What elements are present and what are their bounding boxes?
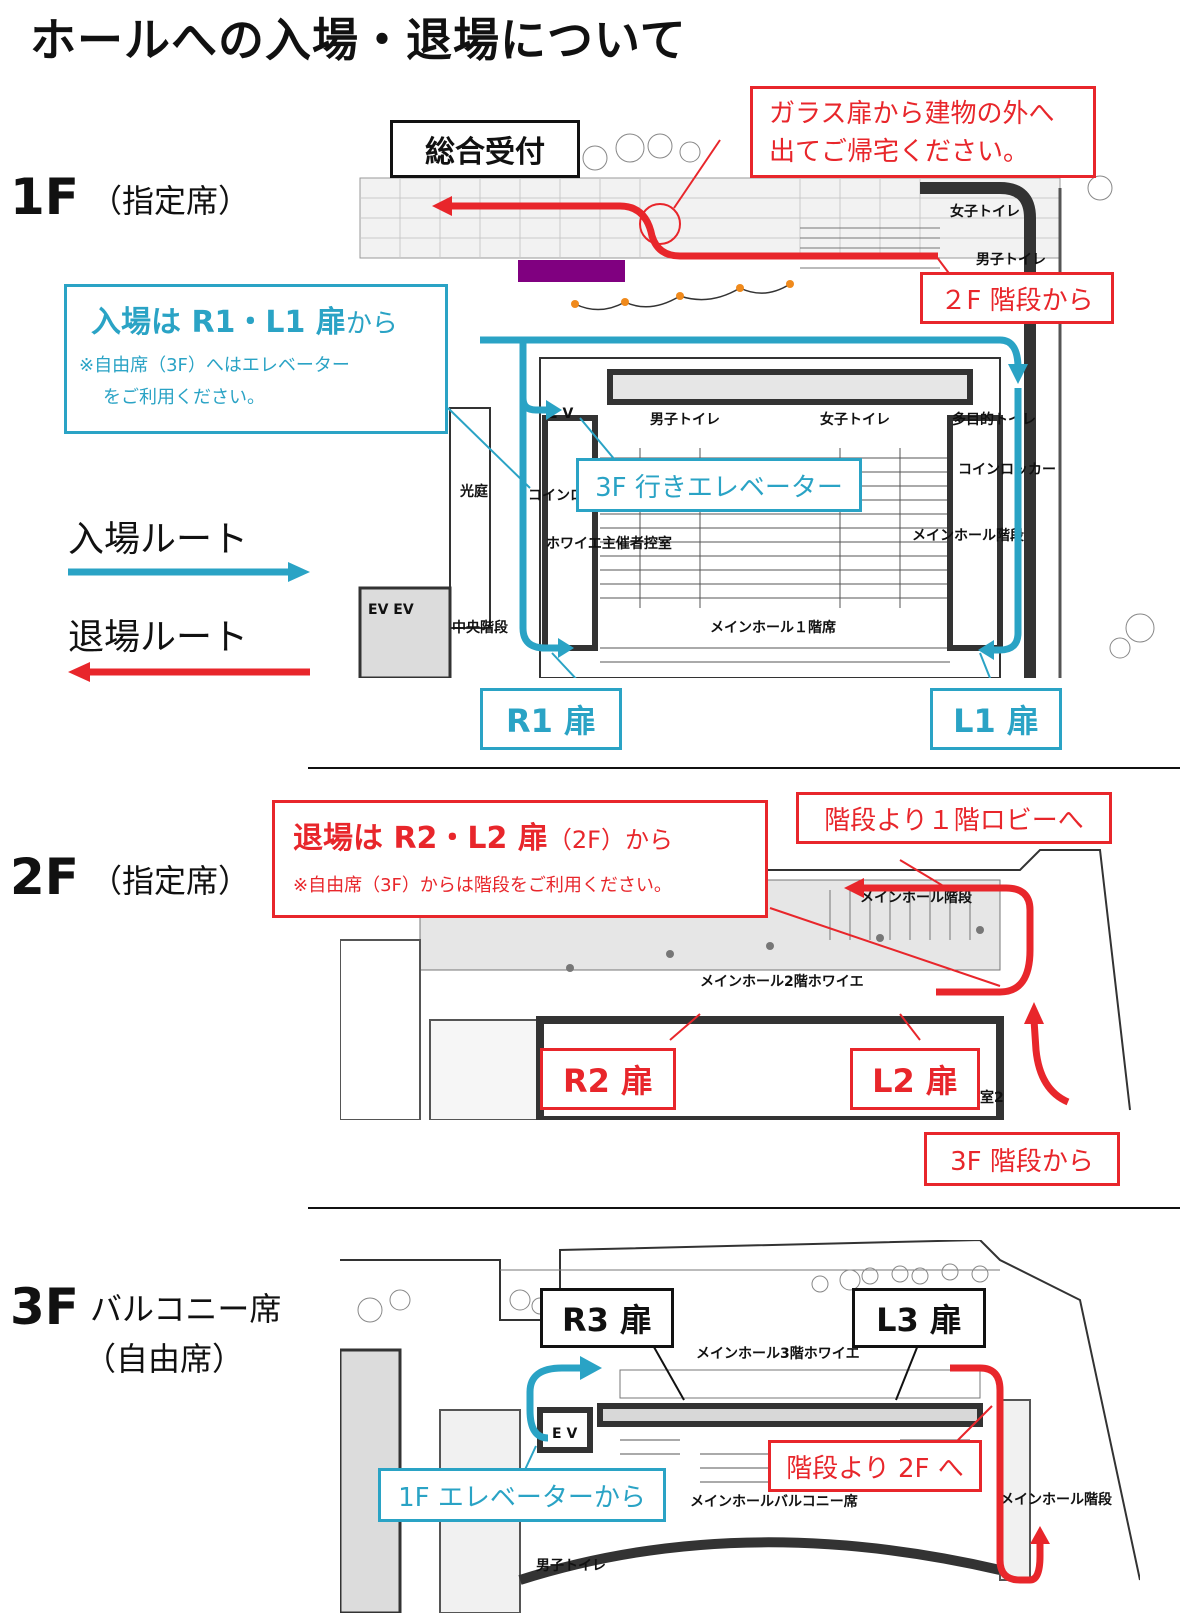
map-label-3f-stairs: メインホール階段 <box>1000 1491 1112 1508</box>
exit-note-box: ガラス扉から建物の外へ出てご帰宅ください。 <box>750 86 1096 178</box>
map-label-womens-toilet-top: 女子トイレ <box>950 203 1020 220</box>
map-label-main-hall-stairs: メインホール階段 <box>912 527 1024 544</box>
floor-3f-label: 3F <box>10 1278 79 1336</box>
exit-route-2f-from-3f <box>1030 1019 1070 1106</box>
entry-info-sub1: ※自由席（3F）へはエレベーター <box>79 355 350 376</box>
glass-door-marker <box>639 203 681 245</box>
map-label-2f-foyer: メインホール2階ホワイエ <box>700 973 864 990</box>
map-label-multi-toilet: 多目的トイレ <box>952 411 1036 428</box>
map-label-womens-toilet: 女子トイレ <box>820 411 890 428</box>
entry-info-sub2: をご利用ください。 <box>103 387 265 408</box>
door-l3-label: L3 扉 <box>852 1288 986 1348</box>
legend-exit-arrow <box>68 662 310 682</box>
page-title: ホールへの入場・退場について <box>30 13 687 67</box>
entry-route-1f-top <box>480 336 1022 369</box>
entry-info-prefix: 入場は <box>91 305 181 340</box>
legend-entry-arrow <box>68 562 310 582</box>
floor-3f-seat-type: バルコニー席 <box>90 1290 282 1328</box>
legend-entry-label: 入場ルート <box>68 519 249 560</box>
entry-route-1f-l1 <box>990 388 1022 654</box>
map-label-mens-toilet: 男子トイレ <box>650 412 720 428</box>
map-label-foyer-room: ホワイエ主催者控室 <box>546 535 672 552</box>
entry-route-3f <box>526 1364 580 1442</box>
floor-1f-seat-type: （指定席） <box>90 182 251 220</box>
entry-info-box: 入場は R1・L1 扉から ※自由席（3F）へはエレベーター をご利用ください。 <box>64 284 448 434</box>
map-label-main-hall-1f: メインホール１階席 <box>710 619 836 636</box>
map-label-center-stairs: 中央階段 <box>452 619 508 636</box>
door-r1-label: R1 扉 <box>480 688 622 750</box>
map-label-2f-room2: 室2 <box>980 1089 1004 1106</box>
door-r2-label: R2 扉 <box>540 1048 676 1110</box>
divider-2f-3f <box>308 1207 1180 1209</box>
from-1f-elevator-label: 1F エレベーターから <box>378 1468 666 1522</box>
floor-3f-seat-note: （自由席） <box>84 1340 245 1378</box>
map-label-3f-foyer: メインホール3階ホワイエ <box>696 1345 860 1362</box>
exit-route-2f <box>860 884 1034 996</box>
door-r3-label: R3 扉 <box>540 1288 674 1348</box>
divider-1f-2f <box>308 767 1180 769</box>
entry-route-1f-ev <box>519 340 550 414</box>
stairs-to-2f-label: 階段より 2F へ <box>768 1440 982 1492</box>
map-label-2f-stairs: メインホール階段 <box>860 889 972 906</box>
floor-2f-seat-type: （指定席） <box>90 862 251 900</box>
entry-info-doors: R1・L1 扉 <box>191 305 346 340</box>
map-label-3f-ev: E V <box>552 1426 577 1442</box>
map-label-3f-balcony: メインホールバルコニー席 <box>690 1493 858 1510</box>
exit-note-text: ガラス扉から建物の外へ出てご帰宅ください。 <box>769 99 1055 167</box>
door-l1-label: L1 扉 <box>930 688 1062 750</box>
entry-info-suffix: から <box>345 309 398 339</box>
reception-desk <box>518 260 625 282</box>
floor-3f-map: メインホール3階ホワイエ E V メインホールバルコニー席 メインホール階段 男… <box>340 1240 1140 1613</box>
map-label-3f-mens-toilet: 男子トイレ <box>536 1558 606 1574</box>
exit-info-suffix: （2F）から <box>547 826 673 854</box>
exit-route-3f <box>950 1364 1044 1584</box>
exit-info-prefix: 退場は <box>293 821 383 856</box>
door-l2-label: L2 扉 <box>850 1048 980 1110</box>
from-2f-stairs-label: ２F 階段から <box>920 272 1114 324</box>
exit-info-sub: ※自由席（3F）からは階段をご利用ください。 <box>293 875 672 896</box>
exit-route-1f <box>445 202 938 260</box>
map-label-ev-pair: EV EV <box>368 602 414 618</box>
reception-label: 総合受付 <box>390 120 580 178</box>
exit-route-1f-arrowhead <box>432 196 452 216</box>
stairs-to-1f-label: 階段より１階ロビーへ <box>796 792 1112 844</box>
elevator-3f-label: 3F 行きエレベーター <box>576 458 862 512</box>
exit-info-doors: R2・L2 扉 <box>393 821 548 856</box>
floor-1f-map: E V 男子トイレ 女子トイレ 多目的トイレ コインロッカー 光庭 コインロ ホ… <box>358 133 1155 678</box>
map-label-coin-locker: コインロッカー <box>958 462 1056 478</box>
from-3f-stairs-label: 3F 階段から <box>924 1132 1120 1186</box>
exit-info-box: 退場は R2・L2 扉（2F）から ※自由席（3F）からは階段をご利用ください。 <box>272 800 768 918</box>
map-label-mens-toilet-top: 男子トイレ <box>976 252 1046 268</box>
floor-2f-label: 2F <box>10 848 79 906</box>
map-label-courtyard: 光庭 <box>459 483 489 500</box>
legend-exit-label: 退場ルート <box>68 617 249 658</box>
map-label-coin-short: コインロ <box>528 488 584 504</box>
entry-route-1f-r1 <box>519 340 562 652</box>
floor-1f-label: 1F <box>10 168 79 226</box>
